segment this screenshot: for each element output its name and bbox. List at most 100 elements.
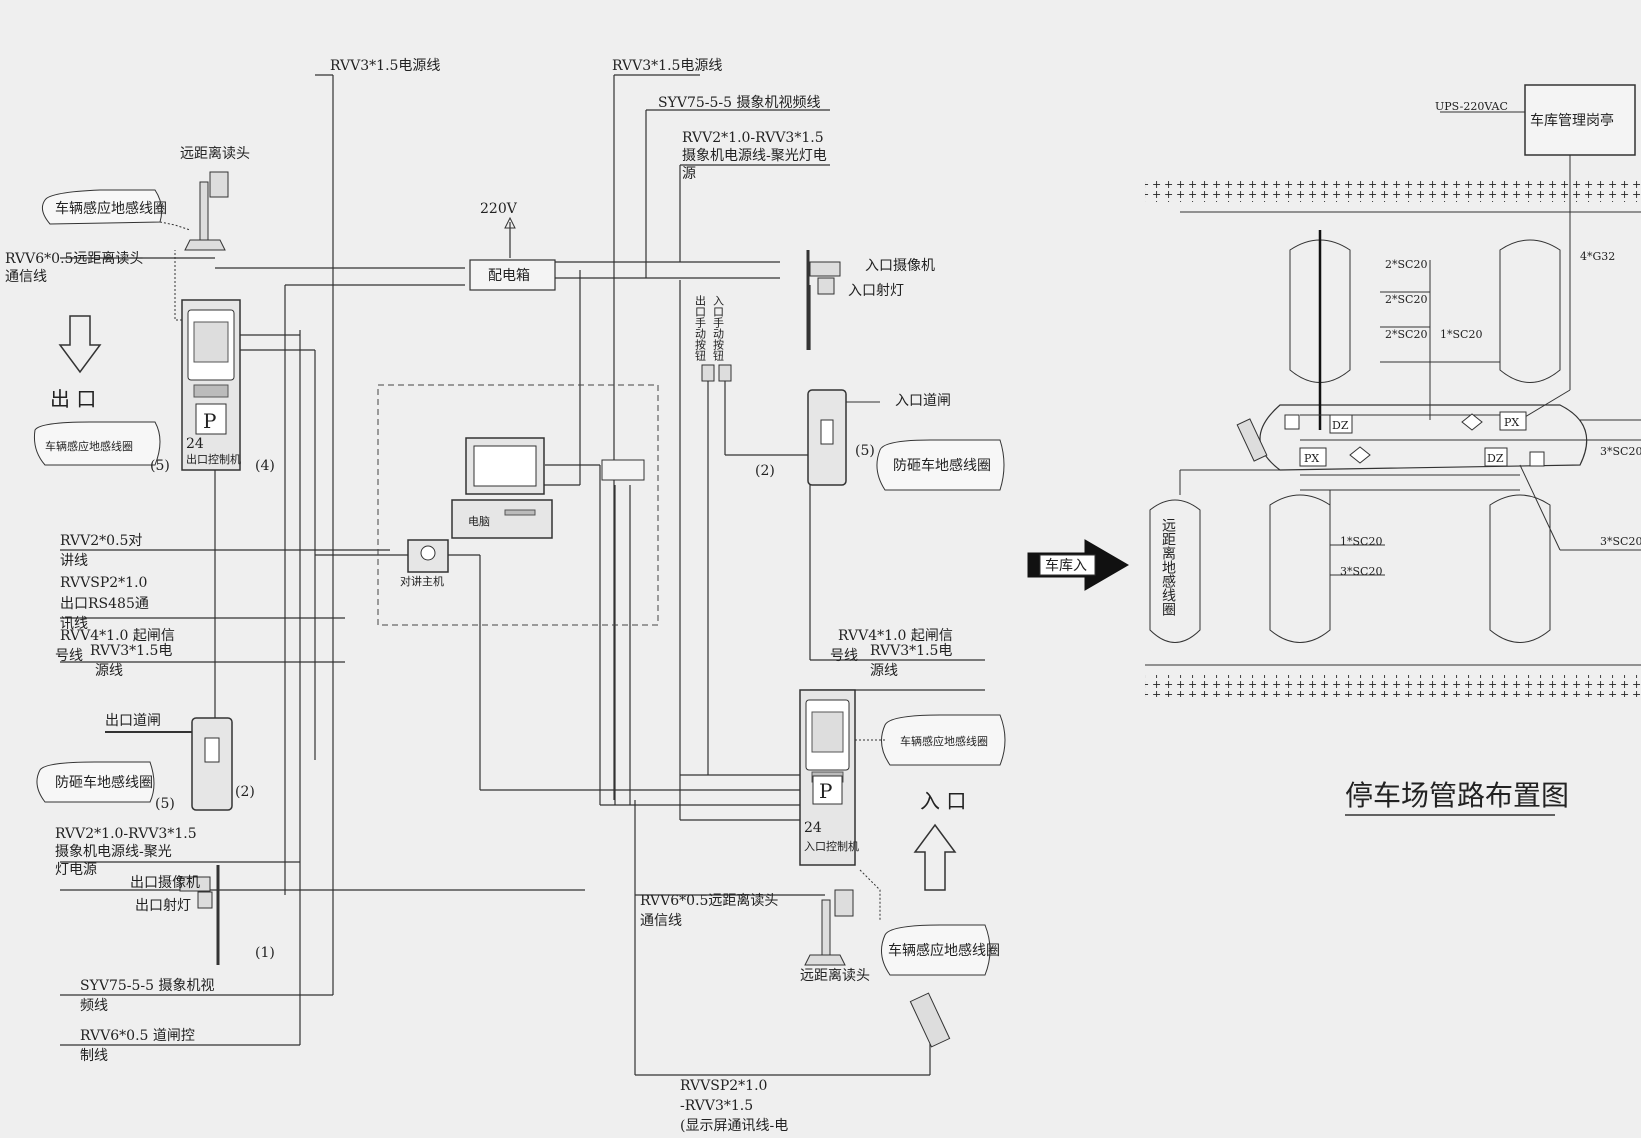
cable-label: 讲线 [60, 553, 88, 569]
manual-entry-label: 入口手动按钮 [712, 295, 725, 362]
cable-label: RVV3*1.5电源线 [330, 58, 440, 74]
device-label: 出口射灯 [135, 898, 191, 914]
cable-label: RVV4*1.0 起闸信 [60, 628, 175, 644]
cable-label: RVV2*0.5对 [60, 533, 142, 549]
cable-label: SYV75-5-5 摄象机视频线 [658, 95, 820, 111]
loop-shape [1269, 494, 1331, 643]
center-island [1259, 404, 1588, 471]
cable-label: 源线 [870, 663, 898, 679]
plan-title: 停车场管路布置图 [1345, 779, 1569, 812]
arrow-up-icon [504, 216, 516, 229]
panel-24-label: 24 [186, 436, 204, 452]
pipe-label: 3*SC20 [1340, 565, 1382, 578]
vehicle-loop-bubble [41, 189, 163, 225]
index-label: (2) [755, 463, 775, 479]
loop-shape [1289, 239, 1351, 383]
entry-camera [806, 250, 841, 350]
entry-gate [807, 389, 880, 486]
power-box [469, 259, 556, 291]
vehicle-loop-bubble [34, 421, 161, 466]
loop-label: 车辆感应地感线圈 [900, 734, 988, 748]
index-label: (1) [255, 945, 275, 961]
exit-label: 出 口 [50, 387, 96, 411]
entry-label: 入 口 [920, 789, 966, 813]
exit-camera [179, 865, 220, 965]
device-label: 出口摄像机 [130, 875, 200, 891]
gate-marker [1284, 414, 1300, 430]
device-label: 电脑 [468, 515, 490, 528]
device-label: 入口道闸 [895, 393, 951, 409]
index-label: (4) [255, 458, 275, 474]
vehicle-loop-bubble [880, 924, 991, 976]
sign-marker [1236, 418, 1268, 462]
long-reader-top [184, 171, 229, 251]
wiring-lines [60, 74, 985, 1076]
exit-gate [105, 717, 233, 811]
cable-label: RVV6*0.5远距离读头 [5, 250, 143, 267]
computer [451, 437, 553, 539]
cable-label: 摄象机电源线-聚光灯电 [682, 148, 827, 164]
parking-icon: P [203, 409, 216, 433]
manual-exit-label: 出口手动按钮 [694, 294, 707, 362]
exit-controller: P 24 出口控制机 [181, 299, 241, 471]
dz-box [1484, 447, 1508, 467]
cable-label: RVV6*0.5远距离读头 [640, 892, 778, 909]
px-box [1299, 447, 1327, 467]
device-label: 远距离读头 [180, 145, 250, 162]
car-in-label: 车库入 [1045, 557, 1087, 574]
cable-label: 号线 [55, 648, 83, 664]
loop-label: 防砸车地感线圈 [893, 457, 991, 474]
long-distance-loop [1149, 499, 1201, 643]
diamond-marker [1349, 446, 1371, 464]
device-label: 远距离读头 [800, 967, 870, 984]
gate-marker [1529, 451, 1545, 467]
pipe-label: 1*SC20 [1340, 535, 1382, 548]
network-box [601, 459, 645, 481]
arrow-down-icon [58, 315, 102, 374]
cable-label: 摄象机电源线-聚光 [55, 844, 172, 860]
index-label: (5) [155, 796, 175, 812]
pipe-label: 1*SC20 [1440, 328, 1482, 341]
controller-label: 出口控制机 [186, 452, 241, 466]
panel-24-label: 24 [804, 820, 822, 836]
device-label: 出口道闸 [105, 713, 161, 729]
booth-label: 车库管理岗亭 [1530, 112, 1614, 129]
pipe-label: 2*SC20 [1385, 293, 1427, 306]
loop-label: 车辆感应地感线圈 [55, 200, 167, 217]
cable-label: 频线 [80, 998, 108, 1014]
cable-label: SYV75-5-5 摄象机视 [80, 978, 214, 994]
device-label: 入口摄像机 [865, 258, 935, 274]
car-in-box [1039, 554, 1096, 576]
cable-label: 号线 [830, 648, 858, 664]
device-label: 入口射灯 [848, 283, 904, 299]
dz-label: DZ [1332, 419, 1349, 432]
cable-label: 通信线 [640, 913, 682, 929]
ups-label: UPS-220VAC [1435, 100, 1508, 113]
cable-label: 讯线 [60, 616, 88, 632]
cable-label: 灯电源 [55, 862, 97, 878]
cable-label: 制线 [80, 1048, 108, 1064]
cable-label: RVVSP2*1.0 [60, 575, 147, 591]
dz-label: DZ [1487, 452, 1504, 465]
cable-label: -RVV3*1.5 [680, 1098, 753, 1114]
booth-box [1524, 84, 1636, 156]
intercom-host [407, 539, 449, 573]
manual-buttons [701, 364, 732, 382]
loop-label: 防砸车地感线圈 [55, 774, 153, 791]
cable-label: RVV4*1.0 起闸信 [838, 628, 953, 644]
pipe-label: 3*SC20 [1600, 445, 1641, 458]
pipe-label: 4*G32 [1580, 250, 1615, 263]
controller-label: 入口控制机 [804, 839, 859, 853]
px-label: PX [1504, 416, 1519, 429]
cable-label: RVVSP2*1.0 [680, 1078, 767, 1094]
loop-label: 车辆感应地感线圈 [888, 942, 1000, 959]
layout-plan: 车库管理岗亭 UPS-220VAC 4*G32 2*SC20 2*SC20 2*… [1027, 84, 1641, 816]
long-reader-bottom [804, 889, 854, 966]
index-label: (2) [235, 784, 255, 800]
loop-shape [1489, 494, 1551, 643]
long-loop-label: 远距离地感线圈 [1160, 518, 1176, 617]
cable-label: 源 [682, 166, 696, 182]
anti-smash-loop-bubble [36, 761, 155, 803]
dz-box [1329, 414, 1353, 434]
